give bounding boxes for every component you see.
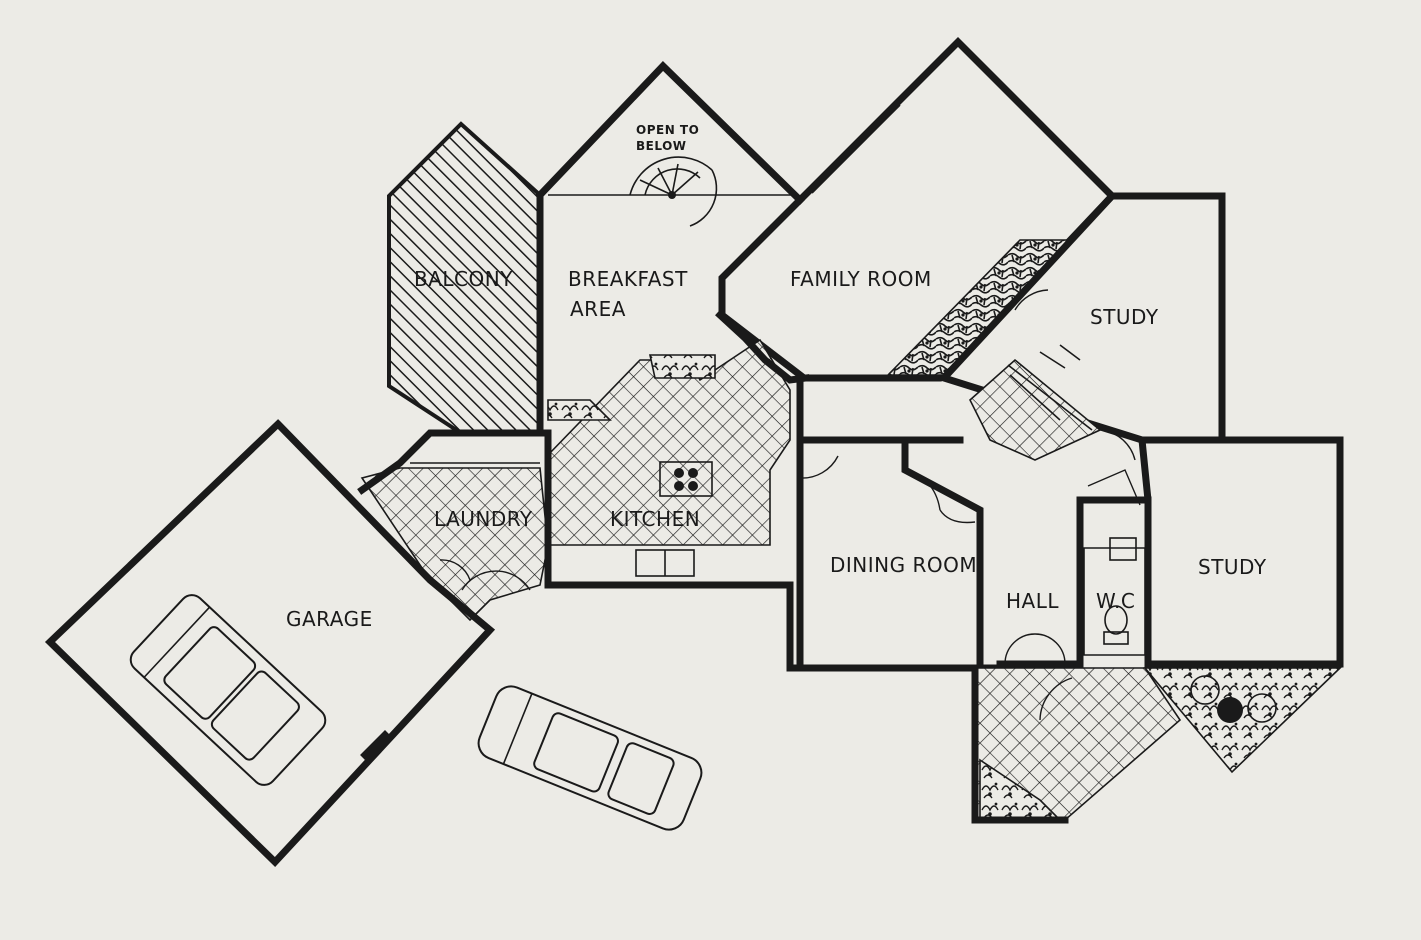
family-room-windows bbox=[811, 69, 1086, 194]
laundry-label: LAUNDRY bbox=[434, 507, 533, 531]
hall-walls bbox=[976, 496, 1152, 672]
balcony-label: BALCONY bbox=[414, 267, 513, 291]
study-upper-label: STUDY bbox=[1090, 305, 1159, 329]
toilet-icon bbox=[1103, 605, 1129, 645]
car-icon bbox=[477, 685, 703, 831]
family-room-label: FAMILY ROOM bbox=[790, 267, 932, 291]
kitchen-label: KITCHEN bbox=[610, 507, 700, 531]
open-to-below-label-1: OPEN TO bbox=[636, 123, 699, 137]
garage-walls bbox=[44, 419, 496, 868]
basin-icon bbox=[1109, 537, 1137, 561]
breakfast-planter bbox=[649, 354, 716, 379]
car-icon bbox=[129, 594, 327, 786]
breakfast-area-label-1: BREAKFAST bbox=[568, 267, 688, 291]
garage-window-left bbox=[109, 551, 141, 583]
wc-enclosure bbox=[1083, 547, 1146, 656]
stair-icon bbox=[969, 289, 1136, 461]
garden-planter bbox=[1143, 667, 1342, 774]
wc-label: W.C bbox=[1096, 589, 1135, 613]
open-to-below-label-2: BELOW bbox=[636, 139, 687, 153]
breakfast-area-label-2: AREA bbox=[570, 297, 626, 321]
study-lower-label: STUDY bbox=[1198, 555, 1267, 579]
garage-label: GARAGE bbox=[286, 607, 373, 631]
study-lower-walls bbox=[1138, 436, 1344, 668]
garden-shrubs bbox=[1190, 675, 1277, 723]
dining-room-walls bbox=[796, 436, 984, 672]
garage-window-right bbox=[294, 444, 341, 491]
fireplace-stone-wall bbox=[886, 239, 1072, 376]
cooktop-icon bbox=[659, 461, 713, 497]
dining-room-label: DINING ROOM bbox=[830, 553, 977, 577]
family-room-walls bbox=[718, 37, 1117, 382]
hall-label: HALL bbox=[1006, 589, 1059, 613]
spiral-stair-icon bbox=[629, 156, 718, 227]
kitchen-planter bbox=[547, 399, 612, 421]
